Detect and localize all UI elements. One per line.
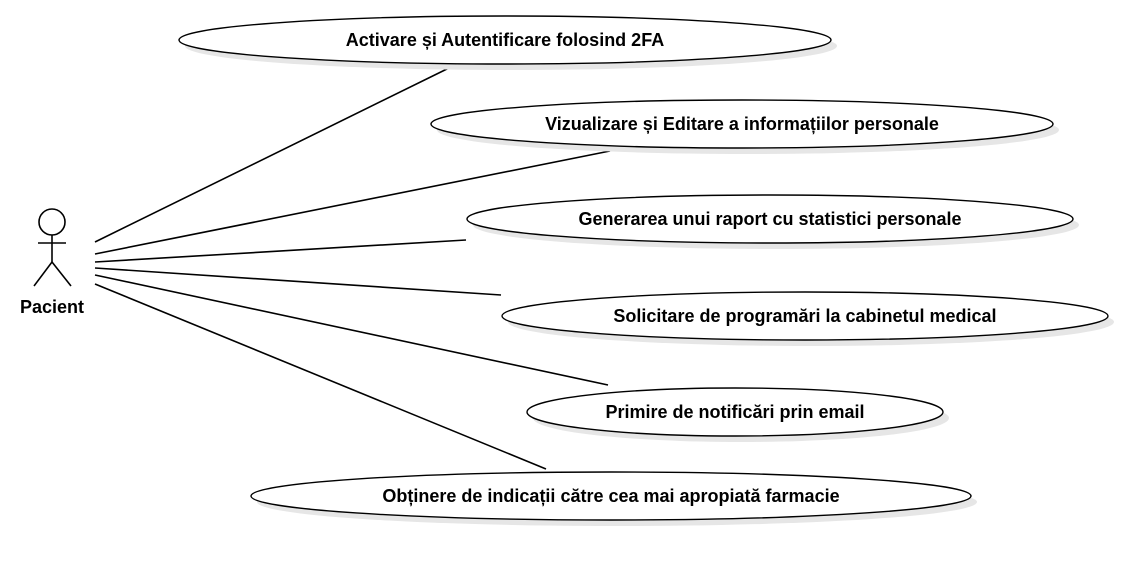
- association-line: [94, 150, 611, 255]
- use-case-2fa-authentication[interactable]: Activare și Autentificare folosind 2FA: [178, 15, 837, 70]
- use-case-nearest-pharmacy-directions[interactable]: Obținere de indicații către cea mai apro…: [250, 471, 977, 526]
- use-case-ellipse: [466, 194, 1074, 244]
- use-case-label: Obținere de indicații către cea mai apro…: [382, 486, 839, 506]
- use-case-label: Activare și Autentificare folosind 2FA: [346, 30, 664, 50]
- actor-head: [38, 208, 66, 236]
- use-case-ellipse: [250, 471, 972, 521]
- association-line: [94, 267, 502, 296]
- use-case-view-edit-personal-info[interactable]: Vizualizare și Editare a informațiilor p…: [430, 99, 1059, 154]
- use-case-personal-statistics-report[interactable]: Generarea unui raport cu statistici pers…: [466, 194, 1079, 249]
- use-case-ellipse: [501, 291, 1109, 341]
- use-case-email-notifications[interactable]: Primire de notificări prin email: [526, 387, 949, 442]
- use-case-ellipse: [430, 99, 1054, 149]
- use-case-medical-appointments[interactable]: Solicitare de programări la cabinetul me…: [501, 291, 1114, 346]
- actor-left-leg: [33, 261, 53, 287]
- use-case-label: Primire de notificări prin email: [605, 402, 864, 422]
- use-case-ellipse: [526, 387, 944, 437]
- use-case-ellipse: [178, 15, 832, 65]
- association-line: [94, 283, 547, 470]
- association-line: [94, 239, 467, 263]
- actor-right-leg: [51, 261, 72, 287]
- use-case-label: Solicitare de programări la cabinetul me…: [613, 306, 996, 326]
- association-line: [94, 66, 452, 243]
- actor-pacient[interactable]: Pacient: [20, 208, 84, 317]
- use-case-label: Vizualizare și Editare a informațiilor p…: [545, 114, 939, 134]
- association-line: [94, 274, 609, 386]
- associations: [94, 66, 611, 470]
- actor-label: Pacient: [20, 297, 84, 317]
- use-case-label: Generarea unui raport cu statistici pers…: [578, 209, 961, 229]
